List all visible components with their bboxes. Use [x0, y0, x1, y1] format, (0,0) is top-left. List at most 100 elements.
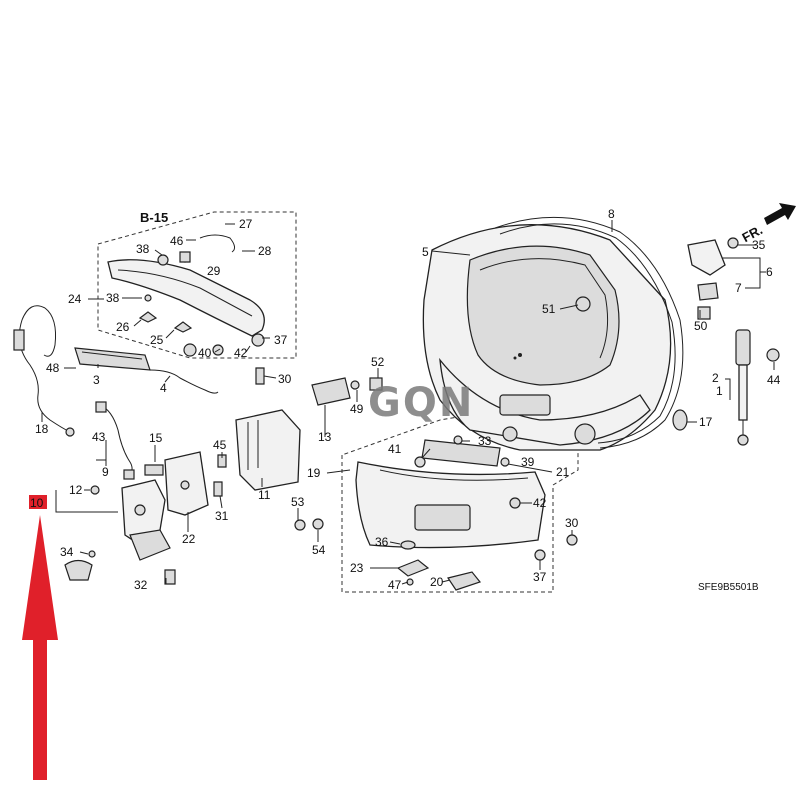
part-label: 19 [307, 466, 321, 480]
clip-12 [90, 485, 100, 495]
part-label: 54 [312, 543, 326, 557]
emblem-bar [421, 439, 501, 467]
license-garnish [355, 461, 546, 549]
part-label: 49 [350, 402, 364, 416]
part-label: 2 [712, 371, 719, 385]
part-label: 52 [371, 355, 385, 369]
release-cable [18, 305, 71, 433]
part-label: 30 [278, 372, 292, 386]
part-label: 44 [767, 373, 781, 387]
part-label: 37 [533, 570, 547, 584]
bumper-17 [672, 409, 688, 431]
clip-52 [369, 377, 383, 391]
clip-30-lower [566, 534, 578, 546]
latch-cover [164, 451, 209, 516]
weatherstrip-inner [499, 223, 676, 444]
part-label: 6 [766, 265, 773, 279]
clip-37-lower [534, 549, 546, 561]
part-label: 50 [694, 319, 708, 333]
highlight-arrow [22, 495, 58, 780]
section-reference: B-15 [140, 210, 168, 225]
part-label: 38 [136, 242, 150, 256]
part-label: 21 [556, 465, 570, 479]
light-harness [149, 369, 219, 394]
weatherstrip [494, 217, 684, 449]
gas-strut [735, 329, 751, 446]
tailgate-hinge [687, 237, 739, 320]
part-label: 7 [735, 281, 742, 295]
part-label: 12 [69, 483, 83, 497]
bolt-31 [213, 481, 223, 497]
part-label: 8 [608, 207, 615, 221]
highlight-marker [29, 495, 47, 509]
part-label: 39 [521, 455, 535, 469]
part-label-highlighted: 10 [30, 496, 44, 510]
part-label: 36 [375, 535, 389, 549]
bolt-44 [766, 348, 780, 362]
spoiler-group-box [97, 211, 297, 359]
part-label: 33 [478, 434, 492, 448]
part-label: 47 [388, 578, 402, 592]
pad-23 [396, 559, 430, 577]
part-label: 22 [182, 532, 196, 546]
part-label: 27 [239, 217, 253, 231]
bolt-53 [294, 519, 306, 531]
part-label: 28 [258, 244, 272, 258]
tailgate-latch [121, 479, 171, 561]
part-label: 15 [149, 431, 163, 445]
clip-41 [414, 456, 426, 468]
part-label: 41 [388, 442, 402, 456]
part-label: 35 [752, 238, 766, 252]
part-label: 34 [60, 545, 74, 559]
latch-bumper [64, 559, 93, 581]
part-label: 43 [92, 430, 106, 444]
opener-switch [311, 377, 351, 406]
part-label: 31 [215, 509, 229, 523]
red-arrow-icon [22, 515, 58, 780]
screw-34 [88, 550, 96, 558]
part-label: 29 [207, 264, 221, 278]
part-label: 38 [106, 291, 120, 305]
part-label: 32 [134, 578, 148, 592]
part-label: 4 [160, 381, 167, 395]
part-label: 3 [93, 373, 100, 387]
seal-36 [400, 540, 416, 550]
bolt-45 [217, 454, 227, 468]
pad-20 [447, 571, 482, 591]
part-label: 11 [258, 488, 271, 502]
part-label: 51 [542, 302, 556, 316]
tailgate-panel [422, 224, 672, 451]
part-label: 24 [68, 292, 82, 306]
part-label: 18 [35, 422, 49, 436]
part-label: 17 [699, 415, 713, 429]
plug-51 [575, 296, 591, 312]
clip-42 [509, 497, 521, 509]
washer-54 [312, 518, 324, 530]
diagram-code: SFE9B5501B [698, 582, 759, 593]
part-label: 37 [274, 333, 288, 347]
part-label: 30 [565, 516, 579, 530]
high-mount-stop-light [74, 347, 151, 371]
part-label: 42 [234, 346, 248, 360]
part-label: 45 [213, 438, 227, 452]
bolt-32 [164, 569, 176, 585]
front-arrow-icon [764, 203, 796, 225]
clip-39 [500, 457, 510, 467]
part-label: 40 [198, 346, 212, 360]
clip-49 [350, 380, 360, 390]
leader-lines [41, 220, 775, 585]
part-label: 5 [422, 245, 429, 259]
part-label: 48 [46, 361, 60, 375]
part-label: 53 [291, 495, 305, 509]
spoiler-fasteners [138, 234, 265, 357]
clip-33 [453, 435, 463, 445]
part-label: 25 [150, 333, 164, 347]
part-labels: 1 2 3 4 5 6 7 8 9 10 11 12 13 15 17 18 1… [30, 207, 781, 592]
part-label: 23 [350, 561, 364, 575]
part-label: 13 [318, 430, 332, 444]
part-label: 1 [716, 384, 723, 398]
cable-connector [13, 329, 25, 351]
bracket-15 [144, 464, 164, 476]
